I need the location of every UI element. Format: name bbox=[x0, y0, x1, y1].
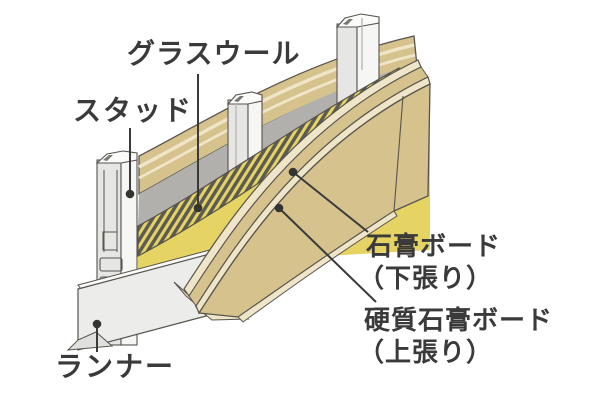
leader-dot-gypsum-board bbox=[288, 167, 298, 177]
label-glass-wool: グラスウール bbox=[127, 37, 301, 70]
leader-dot-stud bbox=[125, 189, 135, 199]
leader-dot-runner bbox=[92, 319, 102, 329]
label-hard-gypsum-board-line2: （上張り） bbox=[358, 338, 494, 368]
leader-stud bbox=[125, 128, 135, 199]
leader-dot-hard-gypsum-board bbox=[274, 203, 284, 213]
label-stud: スタッド bbox=[73, 94, 194, 127]
hard-gypsum-board-top bbox=[194, 76, 431, 323]
leader-hard-gypsum-board bbox=[274, 203, 377, 303]
leader-gypsum-board bbox=[288, 167, 369, 233]
right-stud bbox=[335, 13, 380, 105]
label-gypsum-board-line2: （下張り） bbox=[358, 264, 494, 294]
leader-runner bbox=[92, 319, 102, 352]
label-gypsum-board-line1: 石膏ボード bbox=[366, 232, 502, 262]
leader-dot-glass-wool bbox=[193, 203, 203, 213]
label-runner: ランナー bbox=[55, 350, 176, 383]
leader-glass-wool bbox=[193, 74, 203, 213]
label-hard-gypsum-board-line1: 硬質石膏ボード bbox=[364, 306, 554, 336]
